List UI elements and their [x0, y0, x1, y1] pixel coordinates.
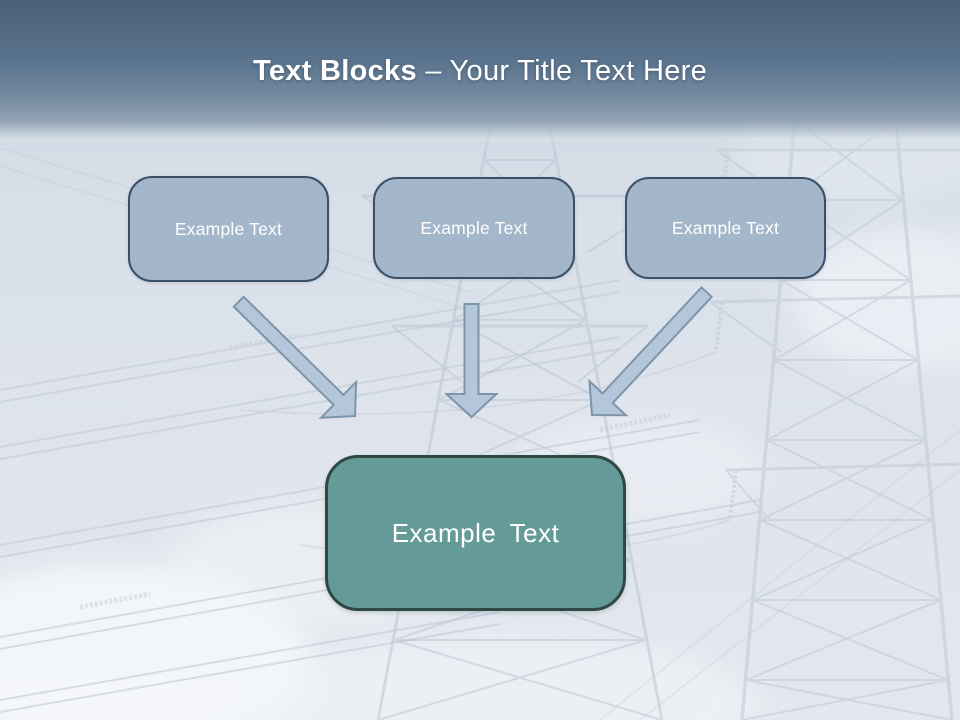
header-band	[0, 0, 960, 152]
transmission-tower-center	[361, 64, 679, 720]
text-block-1: Example Text	[128, 176, 329, 282]
text-block-3: Example Text	[625, 177, 826, 279]
result-text-block-label: Example Text	[391, 517, 560, 548]
title-bold-text: Text Blocks	[252, 55, 417, 87]
text-block-2: Example Text	[373, 177, 575, 279]
result-text-block: Example Text	[325, 455, 626, 611]
slide-title: Text Blocks – Your Title Text Here	[0, 55, 960, 88]
text-block-3-label: Example Text	[671, 217, 780, 238]
text-block-1-label: Example Text	[174, 218, 283, 239]
text-block-2-label: Example Text	[420, 217, 528, 238]
title-rest-text: – Your Title Text Here	[416, 55, 708, 87]
